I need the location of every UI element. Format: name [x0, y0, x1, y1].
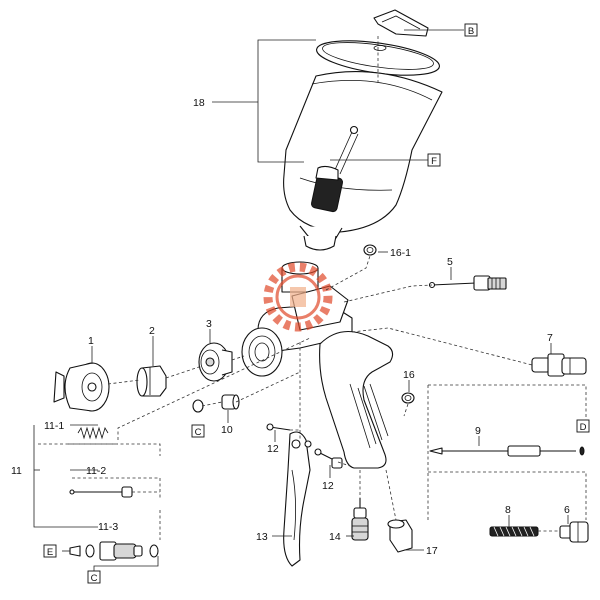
callout-f: F: [427, 153, 441, 167]
cup-filter-strainer: [310, 125, 359, 213]
label-14: 14: [329, 531, 341, 543]
svg-text:B: B: [468, 26, 474, 37]
label-12-lower: 12: [322, 480, 334, 492]
spring-11-1: [77, 426, 109, 440]
fluid-nozzle: [136, 365, 167, 397]
svg-text:F: F: [431, 156, 437, 167]
label-11-2: 11-2: [86, 465, 106, 477]
label-17: 17: [426, 545, 438, 557]
callout-d: D: [576, 419, 590, 433]
label-3: 3: [206, 318, 212, 330]
svg-text:C: C: [195, 427, 202, 438]
air-inlet-fitting: [531, 353, 587, 377]
label-13: 13: [256, 531, 268, 543]
cup-body: [283, 71, 443, 251]
label-11-3: 11-3: [98, 521, 118, 533]
fluid-adjust-knob: [559, 521, 589, 543]
callout-c-lower: C: [87, 570, 101, 584]
callout-e: E: [43, 544, 57, 558]
pin-12-upper: [266, 423, 291, 431]
label-5: 5: [447, 256, 453, 268]
label-2: 2: [149, 325, 155, 337]
fluid-needle: [429, 445, 585, 457]
label-10: 10: [221, 424, 233, 436]
washer-c-upper: [192, 399, 204, 413]
label-11: 11: [11, 465, 22, 477]
seal-16: [401, 392, 415, 404]
label-6: 6: [564, 504, 570, 516]
label-11-1: 11-1: [44, 420, 64, 432]
needle-packing-screw: [428, 275, 507, 291]
label-8: 8: [505, 504, 511, 516]
trigger: [283, 431, 312, 567]
svg-text:C: C: [91, 573, 98, 584]
label-16: 16: [403, 369, 415, 381]
label-7: 7: [547, 332, 553, 344]
air-distribution-ring: [198, 342, 233, 382]
callout-b: B: [464, 23, 478, 37]
label-16-1: 16-1: [390, 247, 411, 259]
label-1: 1: [88, 335, 94, 347]
label-12-upper: 12: [267, 443, 279, 455]
pin-12-lower: [314, 448, 343, 469]
label-18: 18: [193, 97, 205, 109]
valve-11-3: [69, 541, 159, 561]
lid-vent-cap: [373, 9, 429, 37]
air-valve-17: [387, 519, 413, 553]
watermark-gear-icon: [263, 262, 333, 332]
svg-text:E: E: [47, 547, 53, 558]
fan-adjuster-14: [351, 498, 369, 541]
svg-text:D: D: [580, 422, 587, 433]
needle-spring: [489, 526, 539, 537]
needle-11-2: [69, 486, 133, 498]
label-9: 9: [475, 425, 481, 437]
air-cap: [53, 362, 110, 412]
screw-10: [221, 394, 240, 410]
seal-16-1: [363, 244, 377, 256]
callout-c-upper: C: [191, 424, 205, 438]
